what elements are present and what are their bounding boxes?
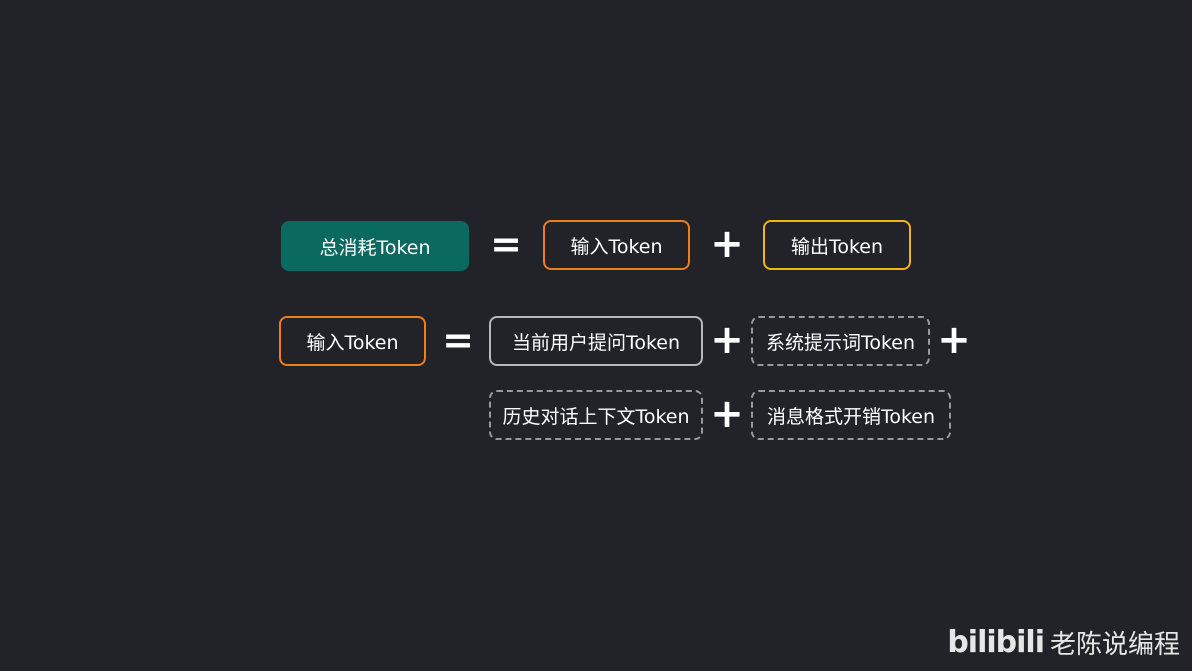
equals-sign: =: [490, 222, 522, 266]
output-token-label: 输出Token: [790, 235, 884, 258]
plus-sign-2: +: [710, 317, 744, 363]
history-context-token-label: 历史对话上下文Token: [502, 405, 690, 428]
system-prompt-token-box: 系统提示词Token: [751, 316, 930, 366]
bilibili-logo: bilibili: [947, 625, 1045, 660]
message-format-token-box: 消息格式开销Token: [751, 390, 951, 440]
history-context-token-box: 历史对话上下文Token: [489, 390, 703, 440]
equals-sign-2: =: [442, 318, 474, 362]
input-token-box: 输入Token: [543, 220, 690, 270]
author-name: 老陈说编程: [1049, 630, 1180, 660]
message-format-token-label: 消息格式开销Token: [766, 405, 936, 428]
output-token-box: 输出Token: [763, 220, 911, 270]
input-token-box-2: 输入Token: [279, 316, 426, 366]
plus-sign-4: +: [710, 391, 744, 437]
user-question-token-box: 当前用户提问Token: [489, 316, 703, 366]
total-token-label: 总消耗Token: [319, 236, 431, 259]
watermark: bilibili 老陈说编程: [947, 624, 1180, 661]
plus-sign-3: +: [937, 317, 971, 363]
system-prompt-token-label: 系统提示词Token: [765, 331, 916, 354]
plus-sign: +: [710, 221, 744, 267]
total-token-box: 总消耗Token: [281, 221, 469, 271]
user-question-token-label: 当前用户提问Token: [511, 331, 681, 354]
input-token-label-2: 输入Token: [306, 331, 399, 354]
input-token-label: 输入Token: [570, 235, 663, 258]
